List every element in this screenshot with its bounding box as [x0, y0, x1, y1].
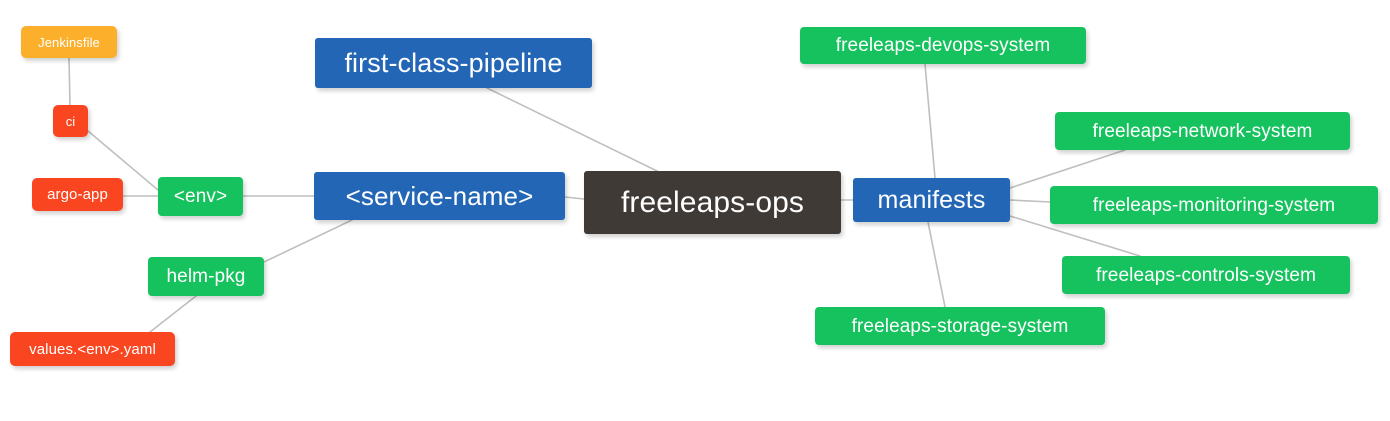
node-argo-app[interactable]: argo-app	[32, 178, 123, 211]
edge-service-name-to-freeleaps-ops	[564, 196, 585, 200]
node-env[interactable]: <env>	[158, 177, 243, 216]
edge-manifests-to-freeleaps-monitoring-system	[1009, 199, 1051, 203]
edge-helm-pkg-to-service-name	[263, 219, 353, 263]
edge-manifests-to-freeleaps-devops-system	[924, 63, 936, 179]
edge-first-class-pipeline-to-freeleaps-ops	[486, 87, 658, 172]
edge-manifests-to-freeleaps-storage-system	[927, 221, 946, 308]
node-jenkinsfile[interactable]: Jenkinsfile	[21, 26, 117, 58]
node-freeleaps-storage-system[interactable]: freeleaps-storage-system	[815, 307, 1105, 345]
node-values-yaml[interactable]: values.<env>.yaml	[10, 332, 175, 366]
edge-values-yaml-to-helm-pkg	[149, 295, 197, 333]
node-freeleaps-devops-system[interactable]: freeleaps-devops-system	[800, 27, 1086, 64]
edge-manifests-to-freeleaps-network-system	[1009, 149, 1126, 189]
node-ci[interactable]: ci	[53, 105, 88, 137]
node-first-class-pipeline[interactable]: first-class-pipeline	[315, 38, 592, 88]
node-service-name[interactable]: <service-name>	[314, 172, 565, 220]
node-freeleaps-ops[interactable]: freeleaps-ops	[584, 171, 841, 234]
node-freeleaps-monitoring-system[interactable]: freeleaps-monitoring-system	[1050, 186, 1378, 224]
node-helm-pkg[interactable]: helm-pkg	[148, 257, 264, 296]
node-freeleaps-network-system[interactable]: freeleaps-network-system	[1055, 112, 1350, 150]
node-freeleaps-controls-system[interactable]: freeleaps-controls-system	[1062, 256, 1350, 294]
edge-jenkinsfile-to-ci	[68, 57, 71, 106]
node-manifests[interactable]: manifests	[853, 178, 1010, 222]
